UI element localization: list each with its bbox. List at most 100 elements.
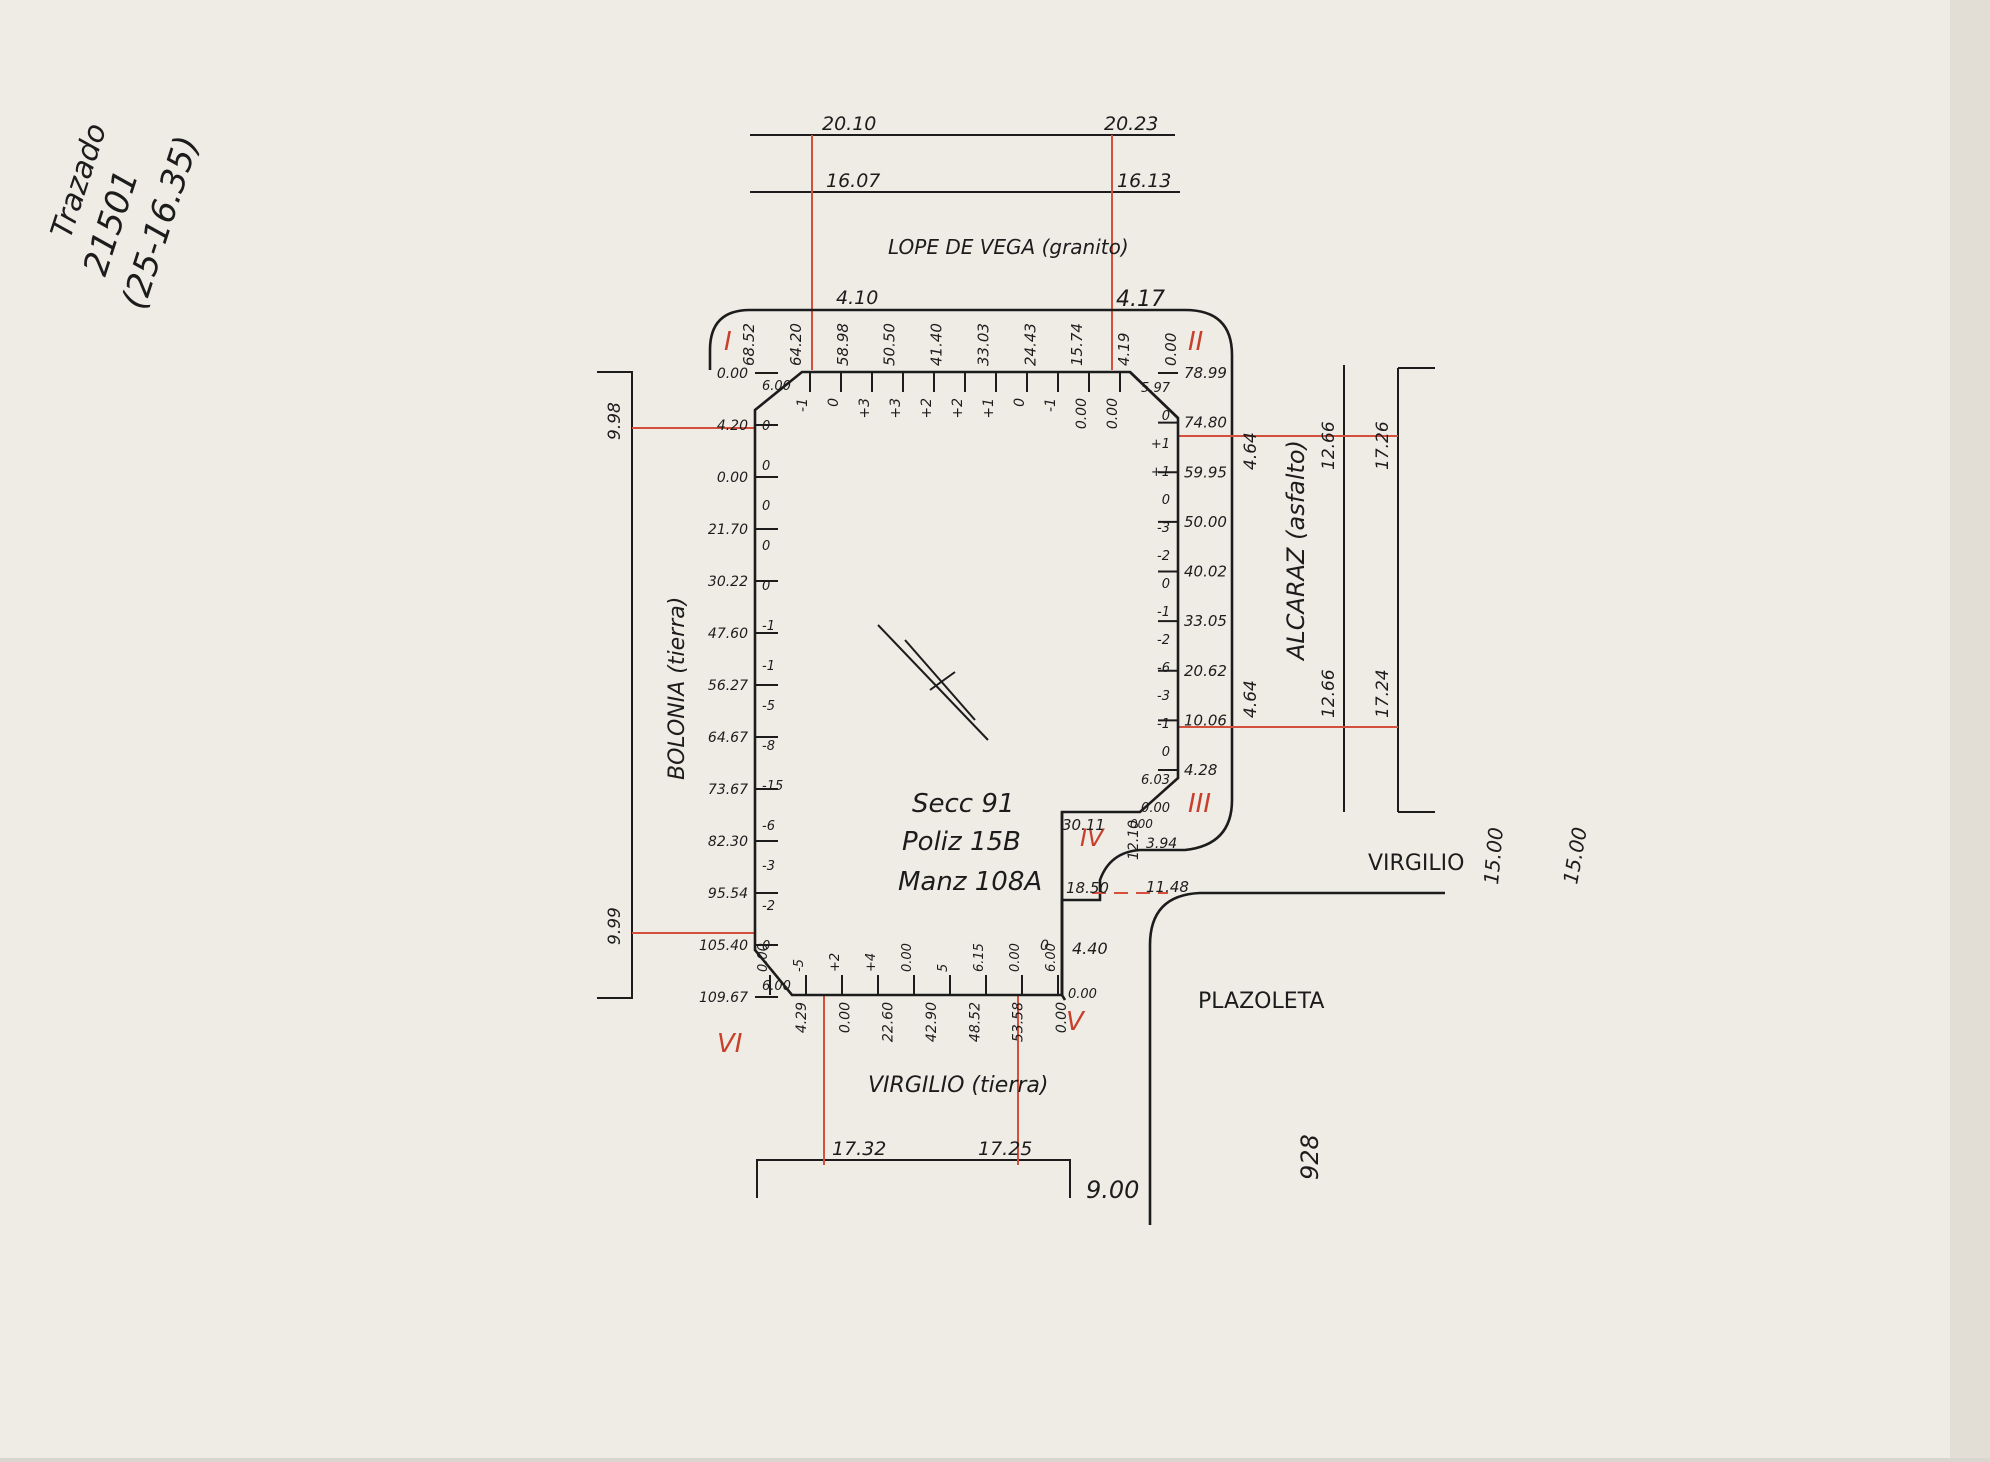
- corner-v: V: [1066, 1007, 1086, 1037]
- corner-iii: III: [1188, 789, 1211, 819]
- left-side-measurements: 0.004.200.0021.7030.2247.6056.2764.6773.…: [699, 366, 791, 1006]
- left-chainage-label: 30.22: [708, 574, 748, 590]
- top-chainage-label: 15.74: [1068, 323, 1086, 366]
- top-offset-label: 0.00: [1105, 398, 1121, 429]
- right-offset-label: -1: [1157, 717, 1170, 732]
- right-width-b1: 4.64: [1241, 680, 1261, 718]
- left-offset-label: 0: [762, 499, 770, 514]
- left-offset-label: 0: [762, 459, 770, 474]
- top-width-b-outer: 20.23: [1104, 113, 1158, 135]
- right-side-measurements: 78.9974.8059.9550.0040.0233.0520.6210.06…: [1141, 364, 1227, 816]
- left-offset-label: -5: [762, 699, 775, 714]
- right-width-a3: 17.26: [1373, 421, 1393, 470]
- right-offset-label: 0: [1162, 493, 1170, 508]
- right-chainage-label: 59.95: [1184, 463, 1227, 481]
- notch-f: 4.40: [1072, 939, 1108, 958]
- left-offset-label: -2: [762, 899, 775, 914]
- notch-b: 12.10: [1126, 820, 1142, 860]
- bottom-width-a: 17.32: [832, 1138, 886, 1160]
- left-offset-label: -1: [762, 659, 775, 674]
- block-parcel: Poliz 15B: [902, 827, 1021, 857]
- right-offset-label: 0.00: [1141, 801, 1170, 816]
- bottom-chainage-label: 22.60: [881, 1002, 897, 1042]
- block-lot: Manz 108A: [898, 867, 1042, 897]
- left-chainage-label: 0.00: [717, 470, 748, 486]
- corner-ii: II: [1188, 327, 1203, 357]
- left-chainage-label: 21.70: [708, 522, 748, 538]
- left-offset-label: 0: [762, 539, 770, 554]
- top-width-b-curb: 4.17: [1116, 287, 1165, 312]
- right-offset-label: +1: [1151, 465, 1170, 480]
- left-offset-label: -1: [762, 619, 775, 634]
- bottom-offset-label: 0.00: [1008, 943, 1023, 972]
- notch-g: 0: [1040, 938, 1049, 954]
- right-offset-label: -1: [1157, 605, 1170, 620]
- left-offset-label: 0: [762, 579, 770, 594]
- top-chainage-label: 0.00: [1162, 333, 1180, 366]
- left-width-a: 9.98: [605, 402, 625, 440]
- mark-928: 928: [1296, 1134, 1324, 1180]
- bottom-offset-label: 0.00: [900, 943, 915, 972]
- corner-vi: VI: [717, 1029, 742, 1059]
- left-chainage-label: 82.30: [708, 834, 748, 850]
- right-chainage-label: 4.28: [1184, 761, 1217, 779]
- curb-outline: [708, 308, 1234, 1001]
- right-chainage-label: 10.06: [1184, 711, 1227, 729]
- left-offset-label: -8: [762, 739, 775, 754]
- top-chainage-label: 33.03: [974, 323, 992, 366]
- top-offset-label: -1: [1043, 398, 1059, 412]
- bottom-offset-label: -5: [792, 959, 807, 972]
- right-chainage-label: 20.62: [1184, 662, 1227, 680]
- top-offset-label: 0.00: [1074, 398, 1090, 429]
- notch-e: 18.50: [1066, 879, 1109, 897]
- bottom-offset-label: +2: [828, 953, 843, 972]
- paper-edge: [1950, 0, 1990, 1458]
- top-width-a-outer: 20.10: [822, 113, 876, 135]
- top-chainage-label: 50.50: [881, 323, 899, 366]
- notch-labels: 30.11 12.10 3.94 11.48 18.50 4.40 0 000 …: [1040, 816, 1189, 1002]
- top-offset-label: +2: [950, 398, 966, 419]
- street-bottom-label: VIRGILIO (tierra): [868, 1073, 1048, 1098]
- right-offset-label: -3: [1157, 689, 1170, 704]
- top-offset-label: +3: [888, 398, 904, 419]
- left-offset-label: 6.00: [762, 379, 791, 394]
- bottom-chainage-label: 0.00: [1054, 1002, 1070, 1033]
- top-width-a-inner: 16.07: [826, 170, 880, 192]
- left-offset-label: 6.00: [762, 979, 791, 994]
- bottom-width-b: 17.25: [978, 1138, 1032, 1160]
- top-chainage-label: 68.52: [740, 323, 758, 366]
- left-chainage-label: 109.67: [699, 990, 748, 1006]
- chamfer-ii: [1129, 371, 1179, 419]
- right-offset-label: -2: [1157, 633, 1170, 648]
- bottom-offset-label: 0.00: [756, 943, 771, 972]
- notch-d: 11.48: [1146, 878, 1189, 896]
- left-chainage-label: 4.20: [717, 418, 748, 434]
- top-offset-label: +3: [857, 398, 873, 419]
- right-offset-label: -6: [1157, 661, 1170, 676]
- right-width-a2: 12.66: [1319, 421, 1339, 470]
- right-offset-label: 0: [1162, 745, 1170, 760]
- block-section: Secc 91: [912, 789, 1014, 819]
- top-chainage-label: 24.43: [1021, 323, 1039, 366]
- notch-a: 30.11: [1062, 816, 1105, 834]
- left-offset-label: 0: [762, 419, 770, 434]
- street-left-label: BOLONIA (tierra): [665, 597, 690, 780]
- bottom-chainage-label: 48.52: [967, 1002, 983, 1042]
- bottom-chainage-label: 42.90: [924, 1002, 940, 1042]
- right-offset-label: 0: [1162, 409, 1170, 424]
- sketch-line-3: [929, 671, 956, 691]
- left-width-b: 9.99: [605, 907, 625, 945]
- mark-90: 9.00: [1086, 1176, 1139, 1204]
- top-chainage-label: 4.19: [1115, 333, 1133, 366]
- street-right-label: ALCARAZ (asfalto): [1282, 440, 1310, 662]
- left-offset-label: 0: [762, 939, 770, 954]
- right-chainage-label: 40.02: [1184, 563, 1227, 581]
- bottom-offset-label: 6.00: [1044, 943, 1059, 972]
- left-street-bracket: [597, 371, 633, 999]
- right-chainage-label: 74.80: [1184, 414, 1227, 432]
- right-offset-label: 6.03: [1141, 773, 1170, 788]
